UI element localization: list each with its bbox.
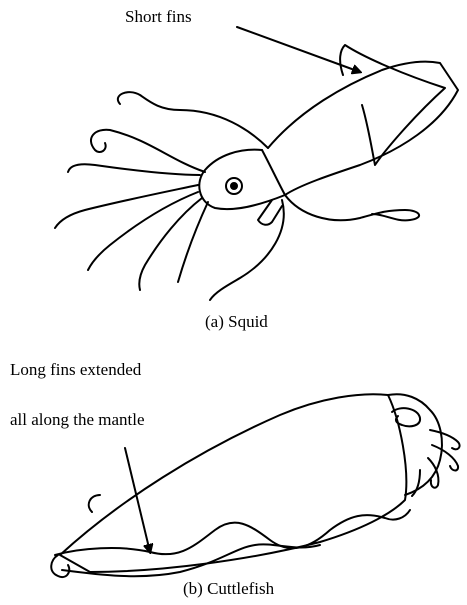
cuttlefish-fin-annotation-line2: all along the mantle (10, 410, 145, 430)
squid-tentacle-lower (285, 195, 419, 220)
squid-fin-annotation: Short fins (125, 7, 192, 27)
squid-drawing (55, 45, 458, 300)
cuttlefish-fin-annotation-line1: Long fins extended (10, 360, 141, 380)
squid-tentacle-lower-2 (210, 200, 284, 300)
squid-arm-1 (68, 164, 200, 175)
squid-arm-4 (139, 198, 202, 290)
squid-short-fin (340, 45, 445, 165)
squid-tentacle-upper (91, 130, 205, 172)
squid-eye-pupil (231, 183, 237, 189)
cuttlefish-eye (392, 408, 420, 426)
cuttlefish-long-fin (55, 510, 410, 555)
squid-arm-5 (178, 202, 208, 282)
squid-arm-3 (88, 192, 198, 270)
squid-mantle (268, 62, 458, 195)
cuttlefish-ventral-arm (89, 495, 100, 512)
squid-mantle-edge (262, 150, 285, 195)
cuttlefish-caption: (b) Cuttlefish (183, 579, 274, 599)
cuttlefish-arm-3 (428, 458, 438, 488)
squid-caption: (a) Squid (205, 312, 268, 332)
